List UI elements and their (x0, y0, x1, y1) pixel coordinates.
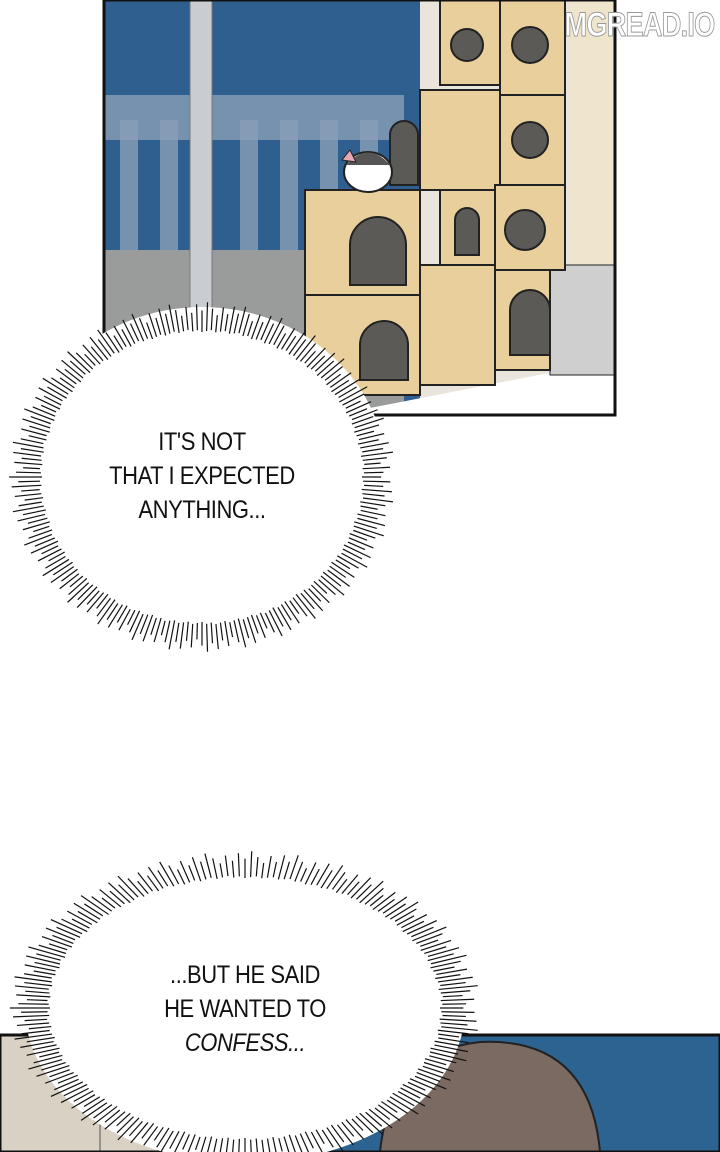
speech-bubbles (9, 302, 478, 1152)
bubble-text-2: ...BUT HE SAID HE WANTED TO CONFESS... (122, 958, 368, 1060)
bubble-line: IT'S NOT (158, 428, 246, 456)
speech-bubble-2 (9, 851, 478, 1152)
bubble-text-1: IT'S NOT THAT I EXPECTED ANYTHING... (79, 425, 325, 527)
speech-bubble-1 (9, 302, 394, 652)
bubble-line: ...BUT HE SAID (170, 961, 320, 989)
bubble-line: HE WANTED TO (164, 995, 326, 1023)
tower-holes (349, 26, 551, 381)
bubble-line-emphasis: CONFESS... (184, 1029, 306, 1057)
bubble-line: ANYTHING... (138, 496, 266, 524)
bubble-line: THAT I EXPECTED (109, 462, 295, 490)
cat-icon (341, 149, 393, 193)
watermark: MGREAD.IO (564, 6, 716, 45)
